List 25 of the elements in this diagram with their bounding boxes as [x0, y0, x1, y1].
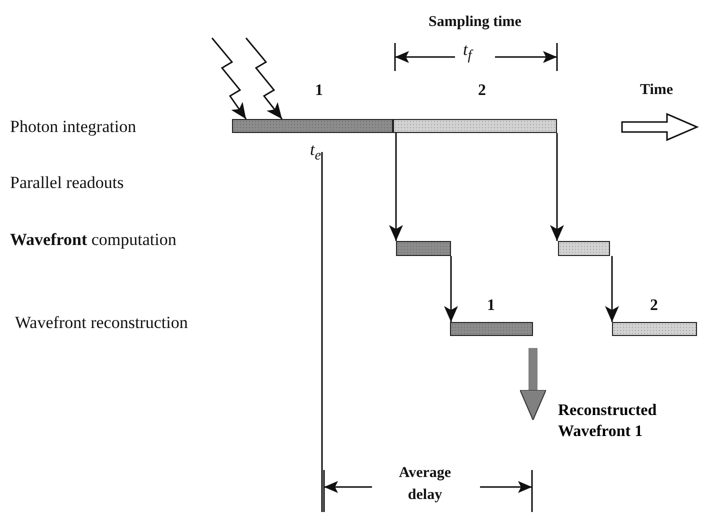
- dimension-label: t$_{f}$: [463, 40, 472, 64]
- time-label: t$_{e}$: [310, 140, 322, 164]
- bar-number: 2: [478, 82, 486, 100]
- time-bar: [396, 241, 451, 256]
- photon-arrow: [211, 38, 247, 120]
- caption-text: Reconstructed Wavefront 1: [558, 401, 658, 442]
- time-bar: [232, 119, 393, 133]
- row-label: Photon integration: [10, 117, 136, 137]
- axis-label: Time: [640, 82, 674, 99]
- row-label: Parallel readouts: [10, 173, 124, 193]
- time-bar: [558, 241, 610, 256]
- arrow: [389, 133, 403, 241]
- time-bar: [393, 119, 557, 133]
- arrow: [444, 256, 458, 322]
- bar-number: 1: [315, 82, 323, 100]
- arrow: [520, 348, 546, 420]
- photon-arrow: [245, 38, 283, 120]
- time-bar: [450, 322, 533, 336]
- row-label: Wavefront computation: [10, 230, 176, 250]
- row-label: Wavefront reconstruction: [15, 313, 188, 333]
- bar-number: 2: [650, 297, 658, 315]
- bar-number: 1: [487, 297, 495, 315]
- arrow: [550, 133, 564, 241]
- time-bar: [612, 322, 697, 336]
- arrow: [605, 256, 619, 322]
